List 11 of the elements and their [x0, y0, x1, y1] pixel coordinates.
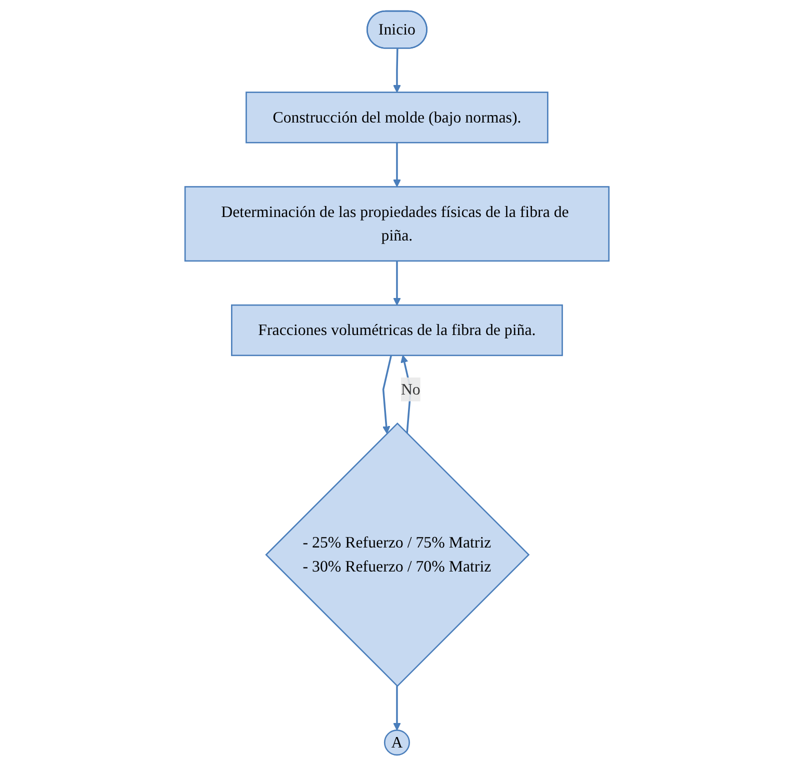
arrow [392, 48, 400, 93]
node-diamond: - 25% Refuerzo / 75% Matriz - 30% Refuerzo / 70% Matriz [264, 422, 530, 687]
node-box: Fracciones volumétricas de la fibra de piña. [230, 304, 562, 356]
node-circle: A [383, 730, 410, 756]
arrow [392, 142, 400, 188]
node-box: Determinación de las propiedades físicas de la fibra de piña. [184, 186, 610, 262]
arrow [382, 355, 392, 434]
node-box: Construcción del molde (bajo normas). [245, 92, 548, 144]
arrow [392, 260, 400, 306]
edge-label: No [400, 380, 420, 398]
arrow [392, 686, 400, 731]
